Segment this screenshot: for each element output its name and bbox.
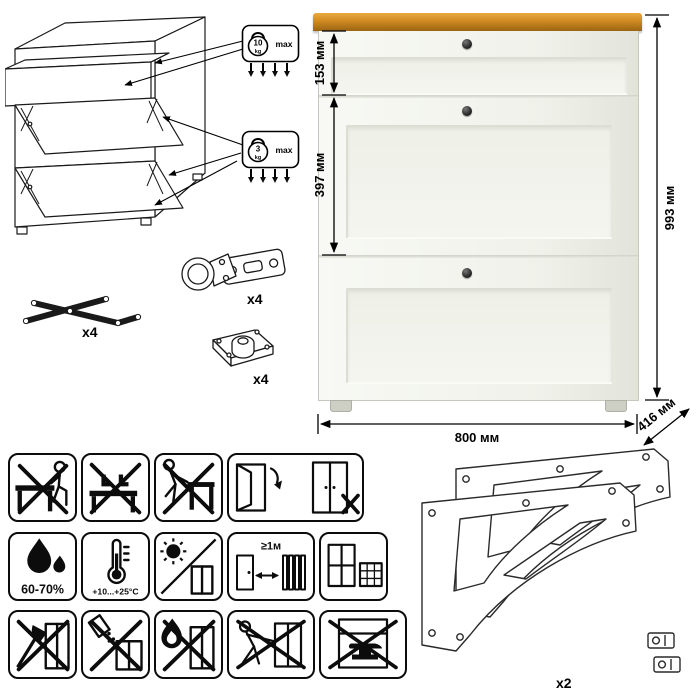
drawer-knob (462, 39, 472, 49)
cabinet-wood-top (313, 13, 642, 31)
no-heavy-items-icon (319, 610, 407, 679)
flap-load-limit-callout: 3 kg max (241, 130, 300, 183)
open-flap-2-drawing (14, 160, 184, 218)
no-climbing-icon (154, 453, 223, 522)
flap-load-max-label: max (275, 145, 292, 155)
side-frame-parts-drawing: x2 (421, 448, 681, 691)
side-frame-quantity: x2 (556, 675, 572, 691)
temperature-range-icon: +10...+25°C (81, 532, 150, 601)
flap-load-value: 3 (256, 145, 261, 154)
heater-distance-value: ≥1м (261, 541, 281, 553)
dimension-label-total-height: 993 мм (662, 186, 677, 231)
water-drop-icon (27, 538, 66, 573)
avoid-drafts-doors-icon (227, 453, 364, 522)
no-standing-icon (81, 453, 150, 522)
section-divider (319, 95, 638, 98)
hinge-quantity: x4 (247, 291, 263, 307)
section-divider (319, 255, 638, 258)
drawer-load-value: 10 (254, 39, 263, 48)
lift-arm-drawing: x4 (22, 295, 142, 340)
open-drawer-drawing (5, 52, 170, 107)
sun-icon (166, 544, 181, 559)
callout-pointer-lines (124, 40, 244, 206)
open-flap-1-drawing (14, 97, 184, 155)
window-ventilation-icon (319, 532, 388, 601)
temperature-value: +10...+25°C (92, 587, 139, 597)
mount-plate-drawing: x4 (212, 329, 274, 387)
humidity-range-icon: 60-70% (8, 532, 77, 601)
flap-2-front-panel (346, 288, 613, 384)
side-frame-front (421, 482, 637, 652)
mount-plate-quantity: x4 (253, 371, 269, 387)
no-liquids-icon (81, 610, 150, 679)
hinge-drawing: x4 (181, 248, 286, 307)
flap-1-knob (462, 106, 472, 116)
cabinet-body (318, 31, 639, 401)
latch-clip-part (653, 656, 681, 673)
side-frame-back (455, 448, 671, 618)
no-sharp-impact-icon (8, 610, 77, 679)
cabinet-foot (605, 400, 627, 412)
drawer-front-panel (331, 57, 628, 95)
cabinet-product-image (313, 13, 642, 413)
keep-from-sunlight-icon (154, 532, 223, 601)
kettlebell-icon: 10 kg (247, 32, 269, 57)
flap-load-unit: kg (255, 155, 261, 161)
drawer-load-limit-callout: 10 kg max (241, 24, 300, 77)
drawer-load-unit: kg (255, 49, 261, 55)
heater-distance-icon: ≥1м (227, 532, 315, 601)
cabinet-wireframe-drawing (5, 16, 244, 235)
no-sitting-icon (8, 453, 77, 522)
down-arrows-icon (248, 63, 290, 77)
flap-1-front-panel (346, 125, 613, 239)
kettlebell-icon: 3 kg (247, 138, 269, 163)
no-open-flame-icon (154, 610, 223, 679)
cabinet-foot (330, 400, 352, 412)
no-dragging-icon (227, 610, 315, 679)
down-arrows-icon (248, 169, 290, 183)
thermometer-icon (107, 538, 130, 585)
drawer-load-max-label: max (275, 39, 292, 49)
dimension-label-width: 800 мм (455, 430, 500, 445)
lift-arm-quantity: x4 (82, 324, 98, 340)
latch-clip-part (647, 632, 675, 649)
humidity-value: 60-70% (21, 583, 64, 597)
flap-2-knob (462, 268, 472, 278)
